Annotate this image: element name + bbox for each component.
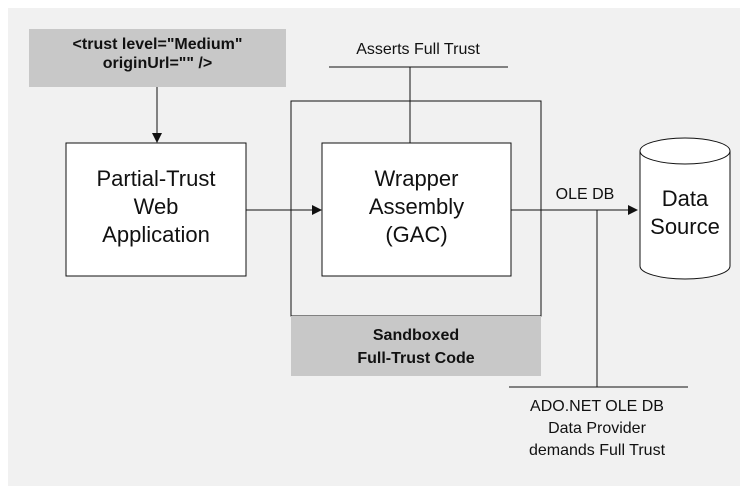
config-line-2: originUrl="" /> (102, 55, 213, 73)
wrapper-line-2: Assembly (368, 194, 465, 219)
web-app-line-1: Partial-Trust (96, 166, 216, 191)
web-app-label: Partial-Trust Web Application (66, 165, 246, 249)
wrapper-box (321, 142, 512, 277)
datasource-line-2: Source (650, 214, 720, 239)
datasource-cylinder (639, 137, 731, 280)
config-line-1: <trust level="Medium" (72, 36, 243, 53)
web-app-line-3: Application (102, 222, 210, 247)
sandbox-line-1: Sandboxed (372, 327, 460, 344)
provider-line-3: demands Full Trust (528, 442, 666, 459)
provider-label: ADO.NET OLE DB Data Provider demands Ful… (497, 396, 697, 462)
web-app-line-2: Web (133, 194, 179, 219)
sandbox-line-2: Full-Trust Code (357, 350, 475, 367)
datasource-label: Data Source (640, 185, 730, 241)
config-box (29, 29, 286, 87)
config-label: <trust level="Medium" originUrl="" /> (29, 35, 286, 73)
provider-line-2: Data Provider (548, 420, 646, 437)
sandbox-label: Sandboxed Full-Trust Code (291, 324, 541, 370)
asserts-label: Asserts Full Trust (356, 41, 480, 58)
sandbox-label-box (291, 316, 541, 376)
provider-line-1: ADO.NET OLE DB (530, 398, 664, 415)
wrapper-line-1: Wrapper (374, 166, 459, 191)
connection-label: OLE DB (555, 186, 615, 203)
wrapper-line-3: (GAC) (385, 222, 448, 247)
datasource-line-1: Data (661, 186, 709, 211)
wrapper-label: Wrapper Assembly (GAC) (322, 165, 511, 249)
